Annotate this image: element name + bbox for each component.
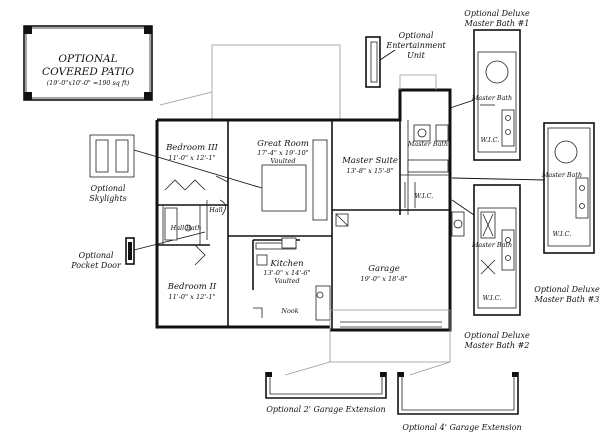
mb2-label-1: Optional Deluxe <box>464 331 530 340</box>
master-bath-fixtures <box>404 124 449 208</box>
patio-title-line1: OPTIONAL <box>58 53 117 65</box>
entertainment-label-2: Entertainment <box>385 41 446 50</box>
optional-pocket-door: Optional Pocket Door <box>70 231 206 270</box>
mb3-label-2: Master Bath #3 <box>534 295 600 304</box>
wic-label: W.I.C. <box>415 192 434 200</box>
bedroom2-dims: 11'-0" x 12'-1" <box>168 293 215 301</box>
garage-ext-2-label: Optional 2' Garage Extension <box>266 405 385 414</box>
optional-garage-extension-4: Optional 4' Garage Extension <box>397 372 522 432</box>
mb3-wic-label: W.I.C. <box>553 230 572 238</box>
hall-label: Hall <box>208 206 222 214</box>
optional-master-bath-1: Optional Deluxe Master Bath #1 Master Ba… <box>449 9 530 161</box>
skylights-label-2: Skylights <box>89 194 127 203</box>
mb1-wic-label: W.I.C. <box>481 136 500 144</box>
bedroom3-dims: 11'-0" x 12'-1" <box>168 154 215 162</box>
mb1-bath-label: Master Bath <box>471 94 512 102</box>
optional-garage-extension-2: Optional 2' Garage Extension <box>265 372 387 414</box>
patio-dims: (19'-0"x10'-0" =190 sq ft) <box>47 79 130 87</box>
garage-name: Garage <box>368 264 399 274</box>
master-bath-label: Master Bath <box>407 140 448 148</box>
entertainment-label-3: Unit <box>407 51 425 60</box>
ghost-outline-right <box>399 74 437 90</box>
bedroom3-closet <box>164 179 206 266</box>
kitchen-dims: 13'-0" x 14'-6" <box>263 269 310 277</box>
hall-bath-fixtures <box>164 199 226 241</box>
skylights-label-1: Optional <box>91 184 126 193</box>
mb3-label-1: Optional Deluxe <box>534 285 600 294</box>
great-room-furnishings <box>215 139 328 221</box>
kitchen-name: Kitchen <box>269 259 303 269</box>
bedroom3-name: Bedroom III <box>165 143 218 153</box>
entertainment-label-1: Optional <box>399 31 434 40</box>
pocket-door-label-1: Optional <box>79 251 114 260</box>
mb1-label-1: Optional Deluxe <box>464 9 530 18</box>
pocket-door-label-2: Pocket Door <box>70 261 122 270</box>
garage-extension-ghost <box>329 309 451 363</box>
nook-label: Nook <box>280 307 298 315</box>
hall-bath-label: Hall Bath <box>170 224 202 232</box>
optional-skylights: Optional Skylights <box>89 134 263 203</box>
garage-extension-ghost-lines <box>284 361 451 376</box>
great-room-name: Great Room <box>257 139 309 149</box>
optional-master-bath-2: Master Bath W.I.C. Optional Deluxe Maste… <box>451 184 530 350</box>
kitchen-note: Vaulted <box>274 277 299 285</box>
mb3-bath-label: Master Bath <box>541 171 582 179</box>
garage-dims: 19'-0" x 18'-8" <box>360 275 407 283</box>
optional-entertainment-unit: Optional Entertainment Unit <box>365 31 446 88</box>
main-house <box>155 88 452 332</box>
master-suite-name: Master Suite <box>341 156 398 166</box>
kitchen-counters <box>252 237 331 321</box>
great-room-dims: 17'-4" x 19'-10" <box>257 149 308 157</box>
mb2-label-2: Master Bath #2 <box>464 341 530 350</box>
mb1-label-2: Master Bath #1 <box>464 19 530 28</box>
mb2-bath-label: Master Bath <box>471 241 512 249</box>
master-suite-dims: 13'-8" x 15'-8" <box>346 167 393 175</box>
great-room-note: Vaulted <box>270 157 295 165</box>
garage-ext-4-label: Optional 4' Garage Extension <box>402 423 521 432</box>
room-labels: Great Room 17'-4" x 19'-10" Vaulted Mast… <box>165 139 448 315</box>
optional-covered-patio: OPTIONAL COVERED PATIO (19'-0"x10'-0" =1… <box>23 25 153 101</box>
garage-items <box>335 211 465 237</box>
bedroom2-name: Bedroom II <box>167 282 217 292</box>
optional-patio-ghost-outline <box>159 44 341 120</box>
mb2-wic-label: W.I.C. <box>483 294 502 302</box>
patio-title-line2: COVERED PATIO <box>42 66 134 78</box>
optional-master-bath-3: Master Bath W.I.C. Optional Deluxe Maste… <box>451 122 600 304</box>
